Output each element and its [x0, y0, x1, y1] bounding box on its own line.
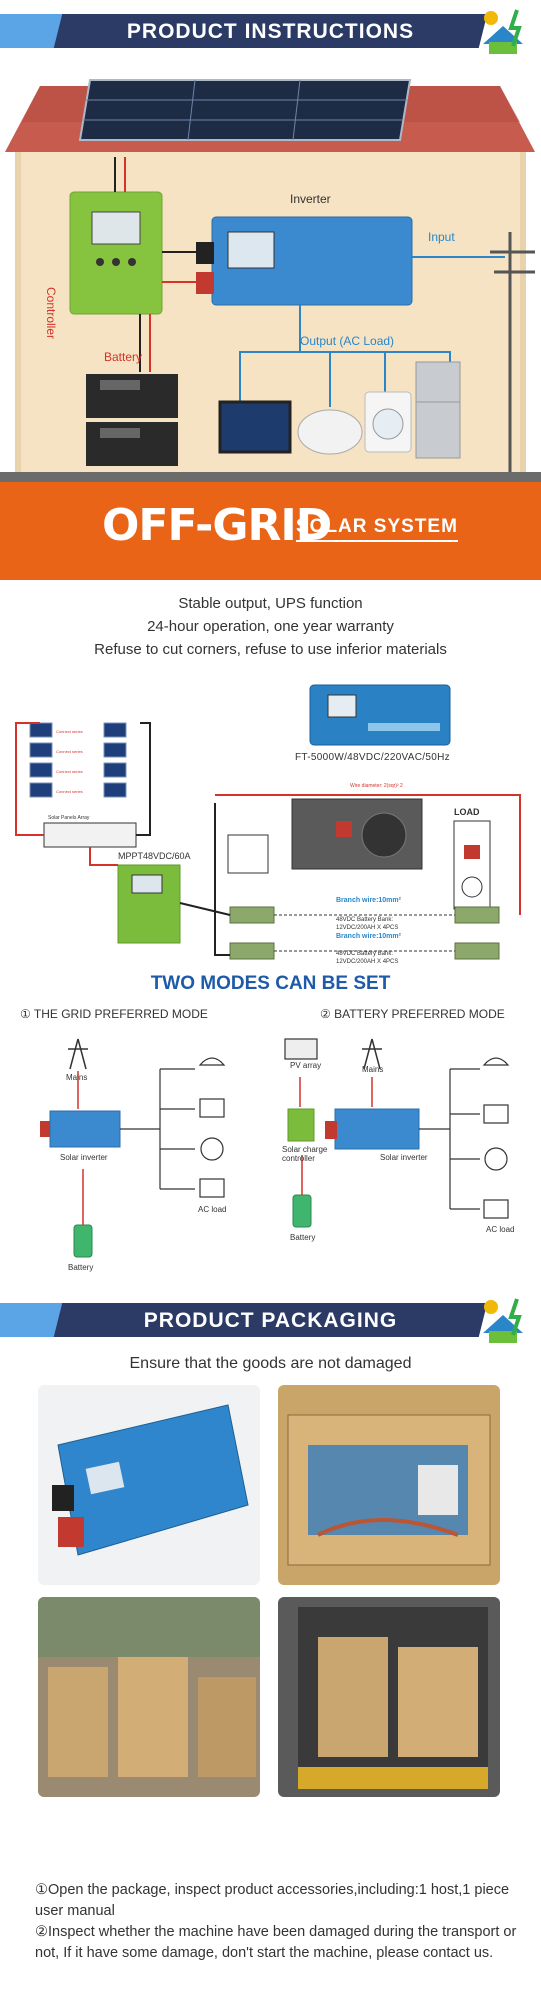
label-input: Input [428, 230, 455, 244]
svg-text:Connect series: Connect series [56, 789, 83, 794]
battery-bank-spec: 12VDC/200AH X 4PCS [336, 959, 399, 965]
solar-inverter-label: Solar inverter [380, 1153, 428, 1162]
pv-array-label: PV array [290, 1061, 322, 1070]
array-label: Solar Panels Array [48, 815, 90, 821]
battery-label: Battery [68, 1263, 94, 1272]
battery-bank-spec: 12VDC/200AH X 4PCS [336, 925, 399, 931]
section-title: PRODUCT INSTRUCTIONS [126, 20, 415, 43]
modes-diagram: Mains Solar inverter Battery AC load PV … [0, 1029, 541, 1289]
modes-schematic [40, 1038, 510, 1258]
battery-bank-label: 48VDC Battery Bank: [336, 951, 394, 957]
off-grid-title: OFF-GRID [102, 500, 332, 551]
packaging-photos [0, 1381, 541, 1801]
section-banner-instructions: PRODUCT INSTRUCTIONS [0, 0, 541, 62]
off-grid-illustration: Inverter Input Controller Battery Output… [0, 62, 541, 580]
solar-system-title: SOLAR SYSTEM [296, 516, 458, 542]
mode-battery-preferred: ② BATTERY PREFERRED MODE [320, 1007, 505, 1021]
photo-inverter [38, 1385, 260, 1585]
wire-diameter-label: Wire diameter: 2(sqr)² 2 [350, 783, 403, 789]
modes-title: TWO MODES CAN BE SET [150, 973, 391, 994]
load-label: LOAD [454, 807, 480, 817]
solar-house-logo-icon [483, 1298, 523, 1343]
feature-item: Stable output, UPS function [178, 595, 363, 612]
ac-load-label: AC load [198, 1205, 227, 1214]
svg-text:Connect series: Connect series [56, 729, 83, 734]
feature-item: 24-hour operation, one year warranty [147, 618, 394, 635]
feature-item: Refuse to cut corners, refuse to use inf… [94, 641, 447, 658]
solar-house-logo-icon [483, 9, 523, 54]
photo-pallets [38, 1597, 260, 1797]
mains-label: Mains [362, 1065, 384, 1074]
battery-bank-label: 48VDC Battery Bank: [336, 917, 394, 923]
note-item: ①Open the package, inspect product acces… [35, 1882, 510, 1919]
label-controller: Controller [44, 287, 58, 340]
photo-box-open [278, 1385, 500, 1585]
note-item: ②Inspect whether the machine have been d… [35, 1924, 517, 1961]
charge-controller-label: Solar charge controller [282, 1145, 328, 1163]
section-banner-packaging: PRODUCT PACKAGING [0, 1289, 541, 1351]
ac-load-label: AC load [486, 1225, 515, 1234]
photo-truck-loading [278, 1597, 500, 1797]
mains-label: Mains [66, 1073, 88, 1082]
battery-label: Battery [290, 1233, 316, 1242]
feature-list: Stable output, UPS function 24-hour oper… [0, 580, 541, 675]
packaging-notes: ①Open the package, inspect product acces… [35, 1880, 521, 1964]
label-output: Output (AC Load) [300, 334, 395, 348]
label-inverter: Inverter [290, 192, 331, 206]
inverter-model-text: FT-5000W/48VDC/220VAC/50Hz [295, 752, 450, 763]
mode-labels: ① THE GRID PREFERRED MODE ② BATTERY PREF… [0, 1001, 541, 1029]
solar-inverter-label: Solar inverter [60, 1153, 108, 1162]
branch-wire-label: Branch wire:10mm² [336, 933, 401, 940]
solar-panel [78, 79, 412, 141]
house-diagram [0, 79, 541, 482]
mode-grid-preferred: ① THE GRID PREFERRED MODE [20, 1007, 208, 1021]
branch-wire-label: Branch wire:10mm² [336, 897, 401, 904]
svg-text:Connect series: Connect series [56, 749, 83, 754]
svg-text:Connect series: Connect series [56, 769, 83, 774]
controller-model-text: MPPT48VDC/60A [118, 851, 191, 861]
off-grid-banner: OFF-GRID SOLAR SYSTEM [0, 482, 541, 580]
label-battery: Battery [104, 350, 143, 364]
section-title: PRODUCT PACKAGING [143, 1309, 398, 1332]
packaging-subtitle: Ensure that the goods are not damaged [129, 1355, 412, 1372]
